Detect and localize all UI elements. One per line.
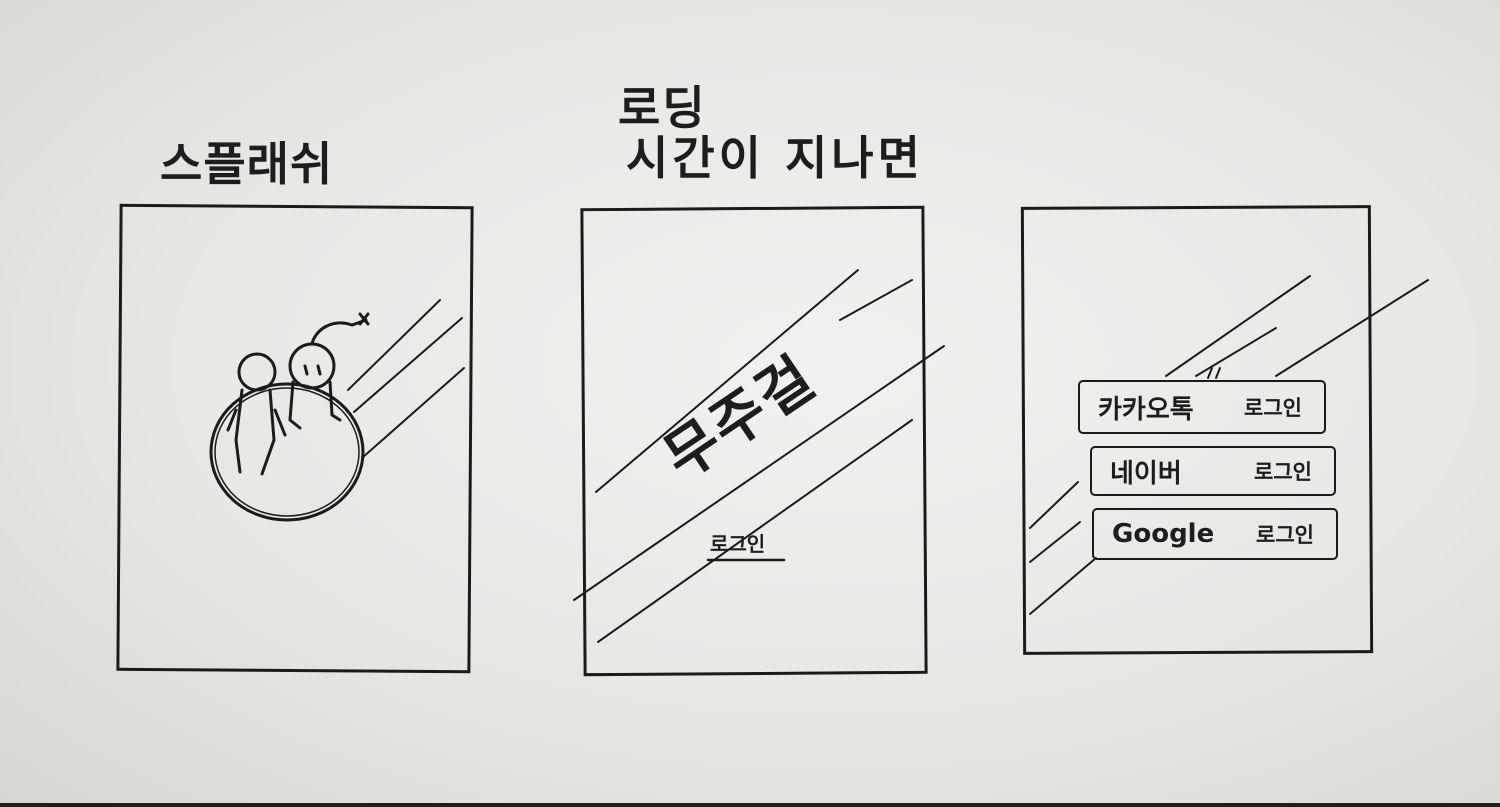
motion-line [361,367,465,459]
kakao-action-label: 로그인 [1244,396,1302,420]
character-body-left [226,388,287,476]
login-diagonals [1029,275,1429,615]
splash-screen-frame [116,203,474,674]
login-link[interactable]: 로그인 [710,532,766,556]
loading-diagonals [573,269,945,643]
character-head-left [237,352,277,392]
google-action-label: 로그인 [1256,523,1314,547]
splash-illustration [209,299,465,522]
loading-title: 로딩 [618,81,707,135]
loading-subtitle: 시간이 지나면 [626,131,924,185]
naver-action-label: 로그인 [1254,460,1312,484]
google-login-button[interactable]: Google 로그인 [1092,508,1338,560]
google-brand-label: Google [1112,519,1215,549]
naver-login-button[interactable]: 네이버 로그인 [1090,446,1336,496]
kakao-brand-label: 카카오톡 [1098,394,1194,425]
planet-circle [209,382,365,522]
antenna [310,318,368,346]
naver-brand-label: 네이버 [1110,458,1182,489]
paper-bottom-edge [0,803,1500,807]
character-body-right [288,380,342,430]
motion-line [353,317,463,413]
motion-line [347,299,441,391]
splash-title: 스플래쉬 [160,137,334,191]
kakao-login-button[interactable]: 카카오톡 로그인 [1078,380,1326,434]
